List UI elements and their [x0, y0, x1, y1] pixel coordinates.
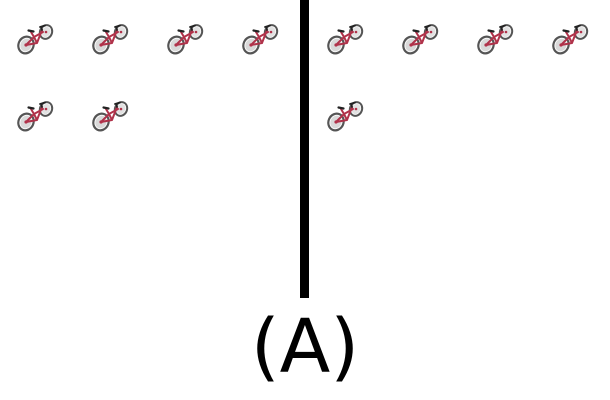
bicycle-icon	[17, 24, 54, 55]
bicycle-icon	[402, 24, 439, 55]
bicycle-icon	[17, 101, 54, 132]
bicycle-icon	[242, 24, 279, 55]
bicycle-icon	[92, 101, 129, 132]
bicycle-icon	[327, 101, 364, 132]
bicycle-icon	[327, 24, 364, 55]
bicycle-icon	[477, 24, 514, 55]
divider-line	[300, 0, 309, 298]
bicycle-icon	[167, 24, 204, 55]
bicycle-icon	[92, 24, 129, 55]
caption-label: (A)	[250, 304, 360, 390]
bicycle-icon	[552, 24, 589, 55]
